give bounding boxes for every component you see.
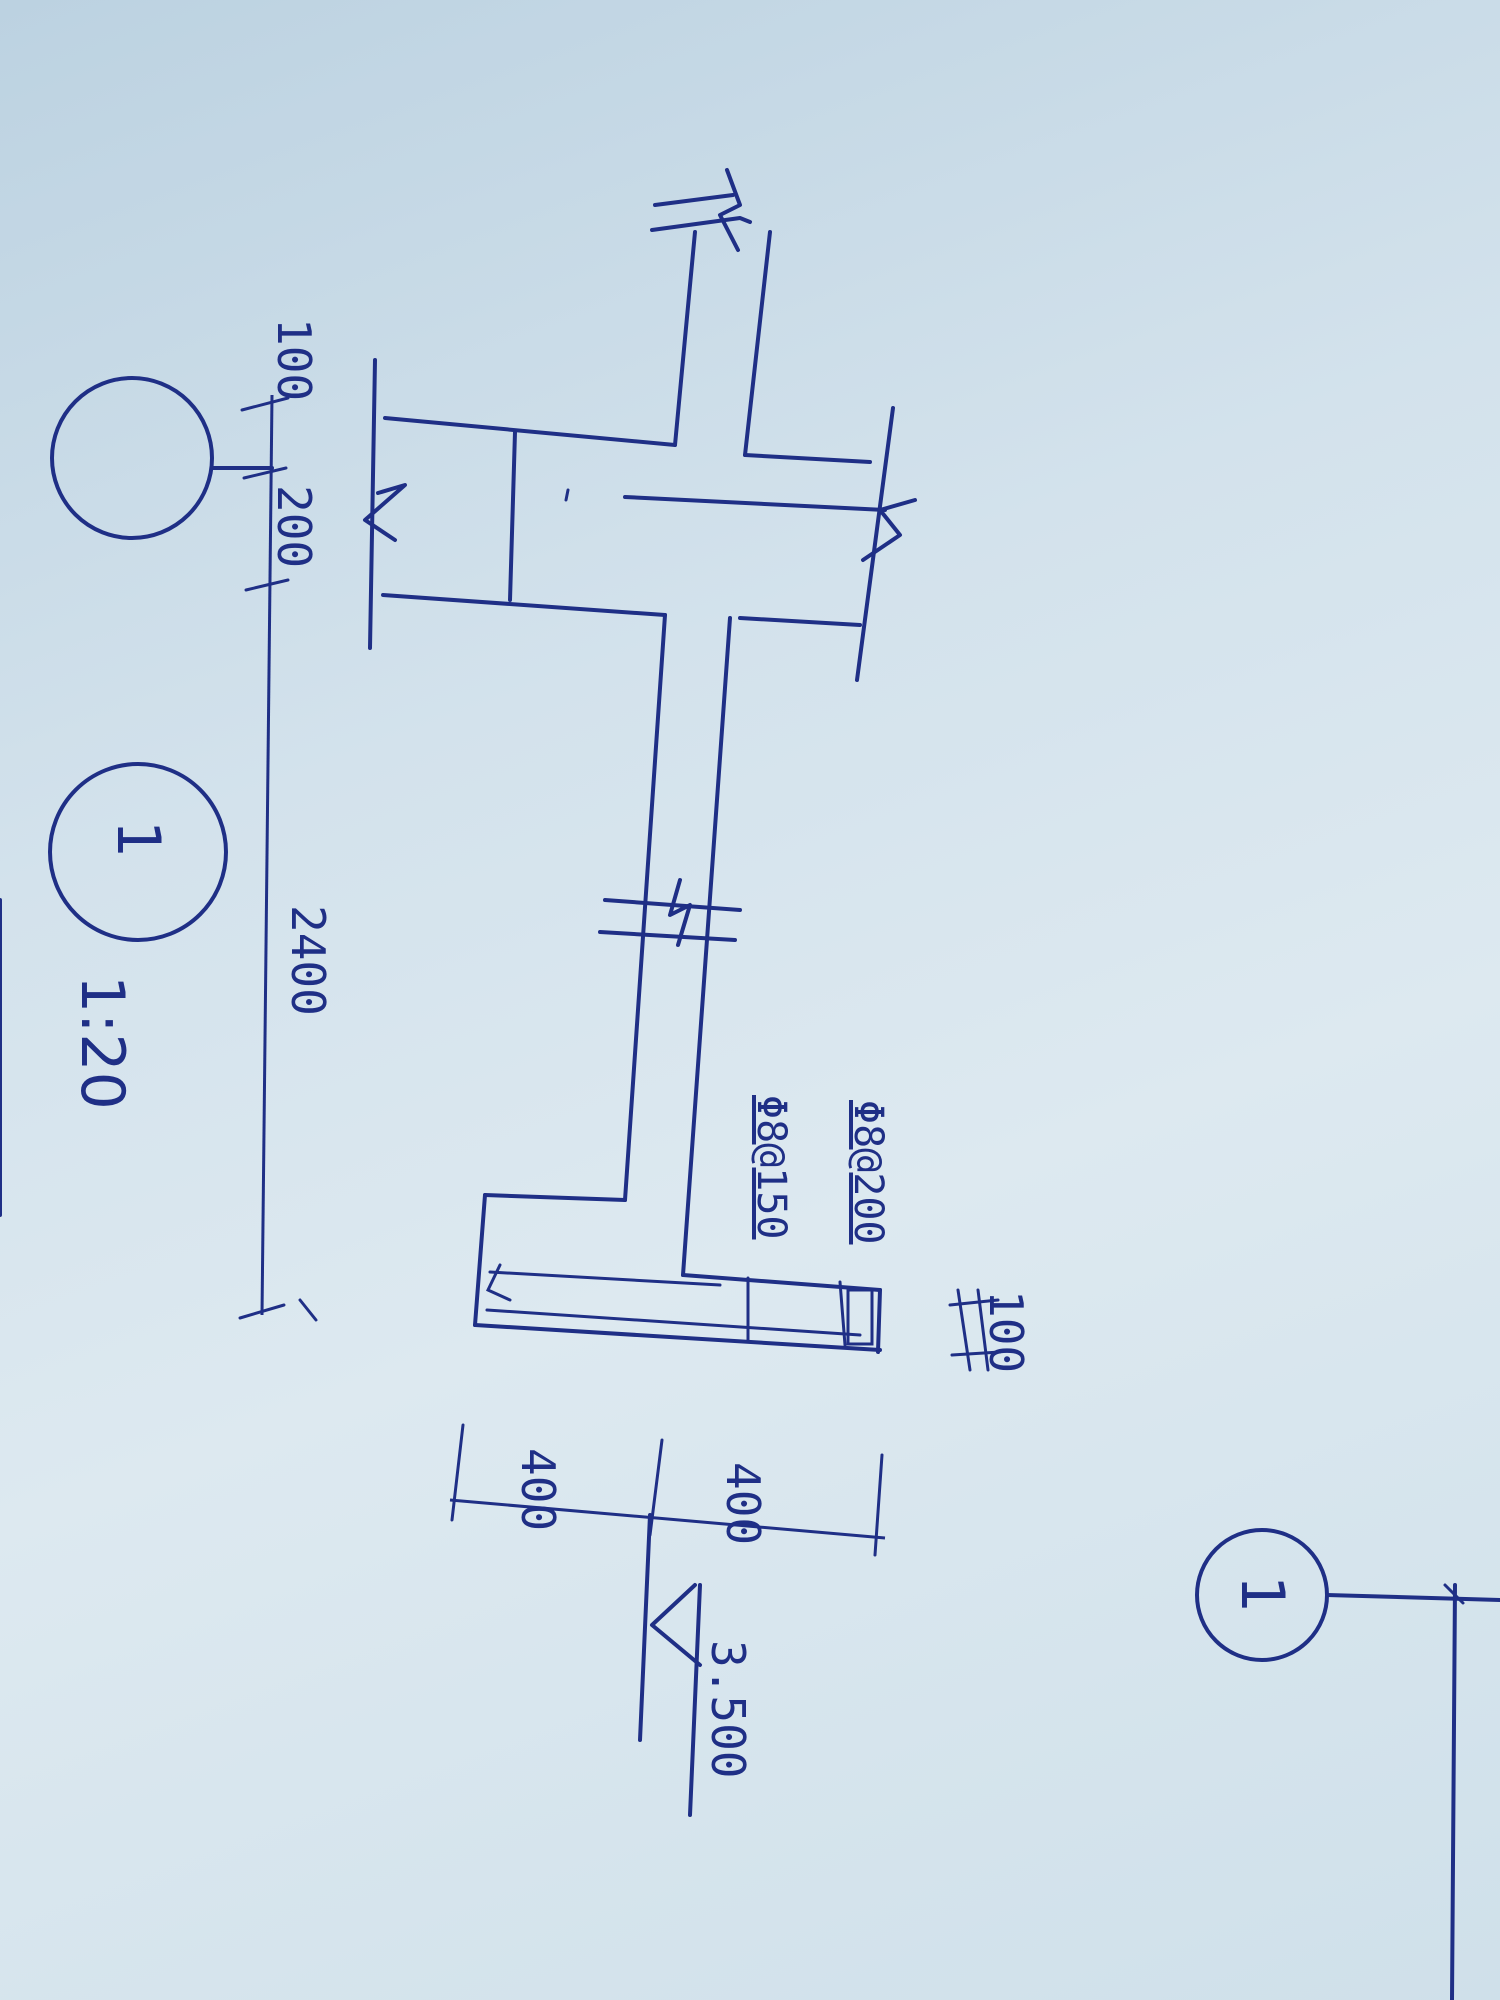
elevation-symbol — [638, 1513, 702, 1817]
bottom-dimension — [449, 1423, 886, 1557]
detail-callout — [50, 376, 274, 540]
dim-left-mid: 200 — [267, 485, 321, 568]
dim-left-top: 100 — [267, 318, 321, 401]
detail-mark — [48, 762, 228, 942]
dim-left-long: 2400 — [281, 905, 335, 1016]
structure-outline — [363, 168, 917, 1354]
detail-mark-number: 1 — [103, 820, 173, 858]
dim-right-small: 100 — [979, 1290, 1033, 1373]
axis-mark — [1195, 1528, 1500, 2000]
axis-mark-number: 1 — [1227, 1575, 1297, 1613]
dim-bottom-b: 400 — [716, 1462, 770, 1545]
rebar-bottom-label: Φ8@150 — [748, 1095, 794, 1240]
right-dimension-100 — [948, 1288, 1002, 1372]
detail-scale: 1:20 — [67, 975, 137, 1110]
elevation-value: 3.500 — [701, 1640, 755, 1778]
rebar-top-label: Φ8@200 — [845, 1100, 891, 1245]
dim-bottom-a: 400 — [511, 1448, 565, 1531]
left-dimension-line — [238, 394, 318, 1322]
